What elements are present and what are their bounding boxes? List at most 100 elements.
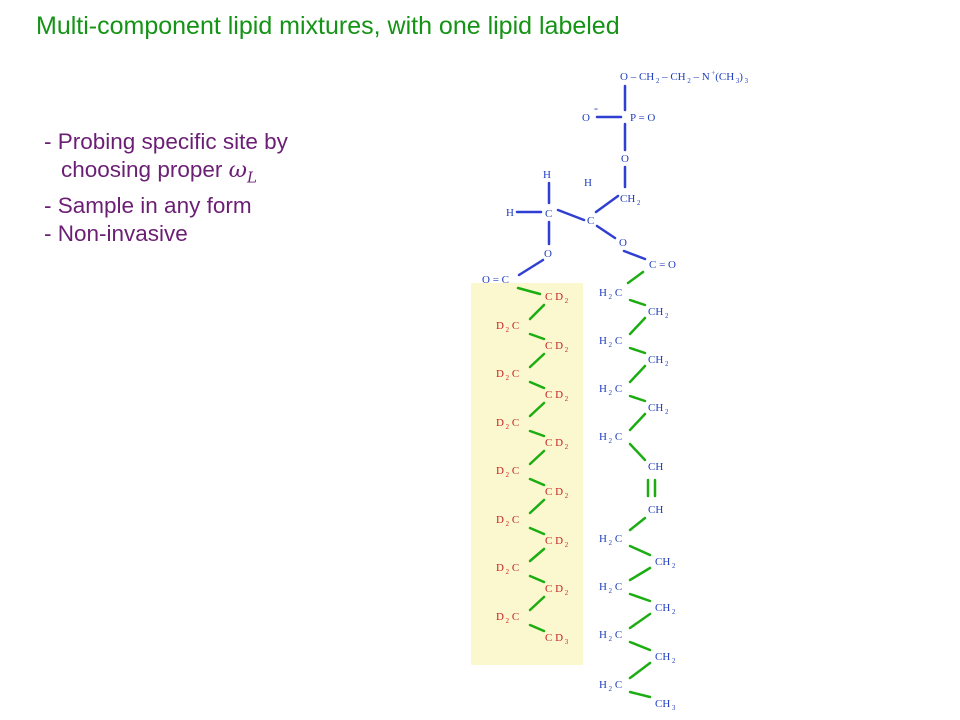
h2c-label: H 2 C [599, 533, 622, 547]
sn1-carbonyl-label: O = C [482, 274, 509, 286]
sn2-ester-oxygen-label: O [619, 237, 627, 249]
h2c-label: H 2 C [599, 287, 622, 301]
d2c-label: D 2 C [496, 465, 519, 479]
deuterated-chain-highlight [471, 283, 583, 665]
bullet-text: Non-invasive [57, 220, 188, 246]
bond-o-carbonyl-left [517, 258, 545, 277]
omega-subscript: L [246, 168, 257, 187]
bond-c2-ch2 [594, 194, 620, 214]
chain-bond [516, 286, 542, 296]
phosphate-p-label: P = O [630, 112, 655, 124]
bullet-text: Probing specific site by [57, 129, 288, 154]
bullet-text: choosing proper [61, 157, 229, 182]
chain-bond [528, 449, 546, 466]
cd2-label: C D 2 [545, 486, 569, 500]
chain-bond [628, 640, 652, 652]
slide-title: Multi-component lipid mixtures, with one… [36, 12, 620, 40]
bullet-dash: - [44, 192, 58, 218]
chain-bond [528, 574, 546, 584]
chain-bond [528, 401, 546, 418]
d2c-label: D 2 C [496, 368, 519, 382]
phosphate-oxygen-label: O [582, 112, 590, 124]
ch2-label: CH 2 [648, 354, 669, 368]
chain-bond [628, 316, 647, 336]
chain-bond [528, 332, 546, 341]
chain-bond [626, 270, 645, 285]
chain-bond [528, 498, 546, 515]
bullet-sample: - Sample in any form [44, 192, 288, 220]
ch3-terminal-label: CH 3 [655, 698, 676, 712]
h2c-label: H 2 C [599, 431, 622, 445]
chain-bond [528, 595, 546, 612]
ch2-label: CH 2 [648, 402, 669, 416]
chain-bond [528, 526, 546, 536]
chain-bond [628, 442, 647, 462]
sn1-ester-oxygen-label: O [544, 248, 552, 260]
ch2-label: CH 2 [655, 602, 676, 616]
h2c-label: H 2 C [599, 679, 622, 693]
h2c-label: H 2 C [599, 383, 622, 397]
chain-bond [628, 612, 652, 630]
cd2-label: C D 2 [545, 340, 569, 354]
chain-bond [528, 429, 546, 438]
bullet-list: - Probing specific site by choosing prop… [44, 128, 288, 248]
cd2-label: C D 2 [545, 389, 569, 403]
chain-bond [628, 364, 647, 384]
h2c-label: H 2 C [599, 581, 622, 595]
chain-bond [628, 412, 647, 432]
bond-o-carbonyl [622, 249, 647, 261]
h2c-label: H 2 C [599, 629, 622, 643]
omega-symbol: ω [228, 157, 247, 183]
glycerol-ch2-label: CH 2 [620, 193, 641, 207]
h2c-label: H 2 C [599, 335, 622, 349]
d2c-label: D 2 C [496, 562, 519, 576]
glycerol-c1-label: C [545, 208, 552, 220]
ch2-label: CH 2 [648, 306, 669, 320]
chain-bond [628, 346, 647, 355]
ester-oxygen-label: O [621, 153, 629, 165]
d2c-label: D 2 C [496, 611, 519, 625]
choline-headgroup-label: O – CH 2 – CH 2 – N +(CH 3) 3 [620, 70, 749, 85]
chain-bond [528, 380, 546, 390]
d2c-label: D 2 C [496, 417, 519, 431]
hydrogen-label: H [543, 169, 551, 181]
glycerol-c2-label: C [587, 215, 594, 227]
cd2-label: C D 2 [545, 291, 569, 305]
hydrogen-label: H [506, 207, 514, 219]
chain-bond [528, 623, 546, 633]
negative-charge-label: - [594, 101, 598, 115]
chain-bond [528, 303, 546, 321]
sn2-carbonyl-label: C = O [649, 259, 676, 271]
chain-bond [528, 547, 546, 563]
chain-bond [528, 477, 546, 487]
cd2-label: C D 2 [545, 535, 569, 549]
ch2-label: CH 2 [655, 651, 676, 665]
cd2-label: C D 2 [545, 583, 569, 597]
d2c-label: D 2 C [496, 514, 519, 528]
bullet-text: Sample in any form [57, 192, 252, 218]
chain-bond [628, 592, 652, 603]
bond-c2-o [595, 224, 617, 240]
cd3-terminal-label: C D 3 [545, 632, 569, 646]
chain-bond [528, 352, 546, 369]
chain-bond [628, 566, 652, 582]
chain-bond [628, 661, 652, 680]
bullet-noninvasive: - Non-invasive [44, 220, 288, 248]
alkene-ch-label: CH [648, 504, 663, 516]
chain-bond [628, 516, 647, 532]
bullet-omega: choosing proper ωL [44, 156, 288, 192]
alkene-ch-label: CH [648, 461, 663, 473]
bond-c1-c2 [556, 208, 586, 222]
bullet-dash: - [44, 220, 58, 246]
d2c-label: D 2 C [496, 320, 519, 334]
ch2-label: CH 2 [655, 556, 676, 570]
chain-bond [628, 690, 652, 699]
chain-bond [628, 394, 647, 403]
chain-bond [628, 544, 652, 557]
hydrogen-label: H [584, 177, 592, 189]
chain-bond [628, 298, 647, 307]
cd2-label: C D 2 [545, 437, 569, 451]
bullet-dash: - [44, 129, 58, 154]
bullet-site: - Probing specific site by [44, 128, 288, 156]
